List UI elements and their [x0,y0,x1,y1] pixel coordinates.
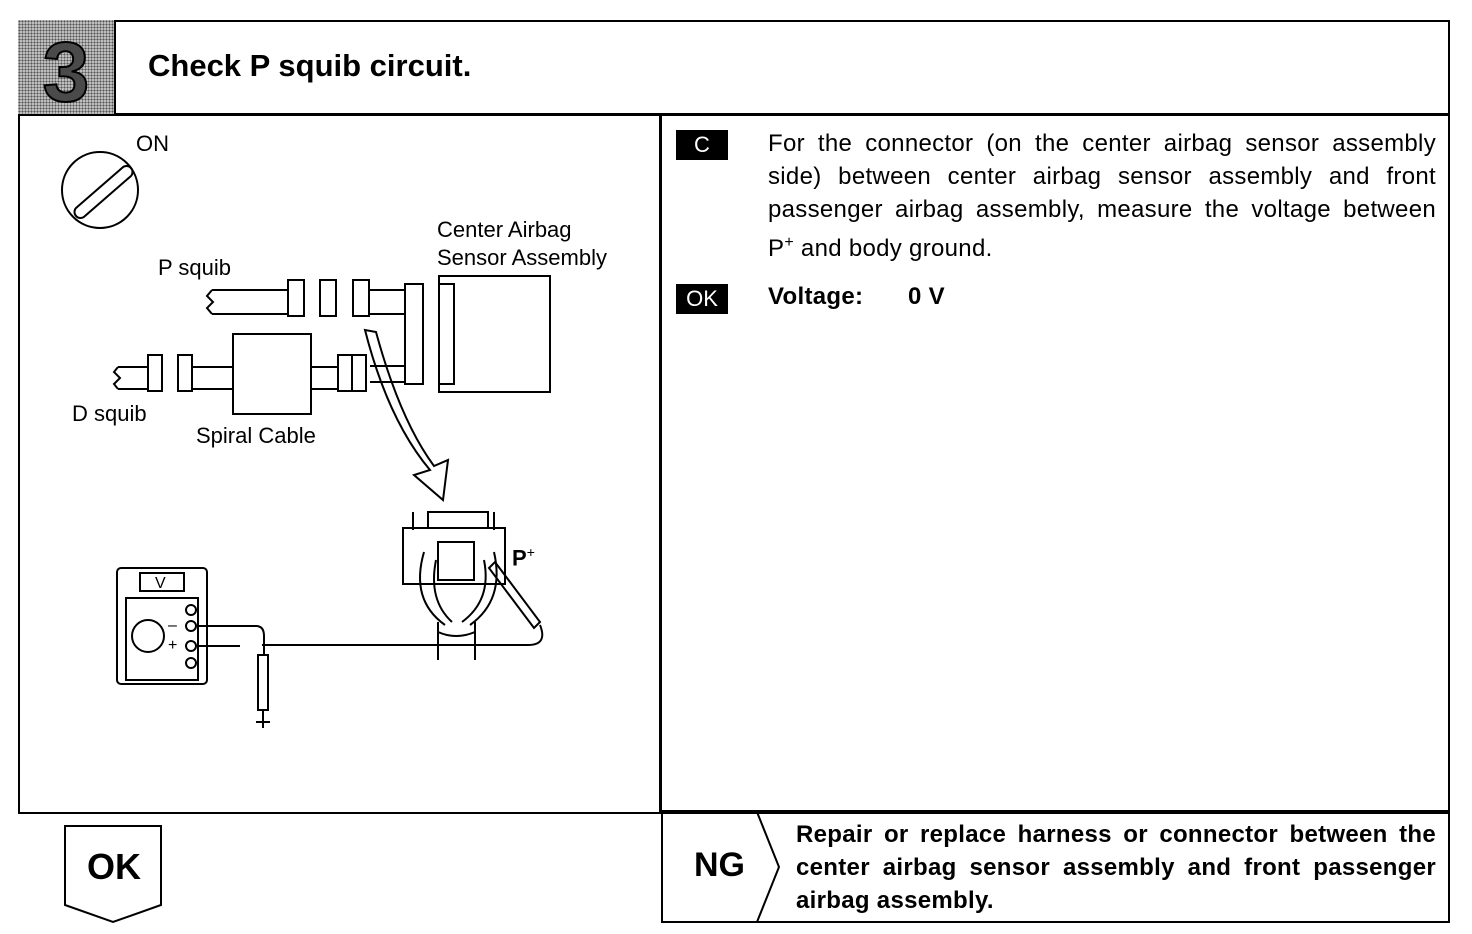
ng-chevron [756,812,781,922]
ng-result-label: NG [694,846,745,884]
ok-result-label: OK [87,846,141,887]
ignition-key-icon [61,151,139,229]
page-title: Check P squib circuit. [148,48,472,83]
procedure-frame [18,20,1450,814]
center-airbag-label-line2: Sensor Assembly [437,245,607,270]
p-plus-label: P+ [512,544,535,571]
meter-label: V [155,575,166,592]
ng-result-box [661,810,1450,923]
ok-tag: OK [676,284,728,314]
voltage-value: 0 V [908,283,945,310]
d-squib-label: D squib [72,401,147,426]
test-probe [487,560,542,630]
arrow-icon [363,328,450,502]
ng-action-text: Repair or replace harness or connector b… [796,821,1436,914]
wiring-diagram: – + V [61,151,551,728]
p-squib-label: P squib [158,255,231,280]
step-number: 3 [42,24,91,120]
header-divider [18,113,1450,116]
ok-result-marker [64,825,162,924]
column-divider [659,114,662,814]
spiral-cable-label: Spiral Cable [196,423,316,448]
instruction-text: For the connector (on the center airbag … [768,130,1436,262]
voltage-label: Voltage: [768,283,864,310]
ignition-on-label: ON [136,131,169,156]
spiral-cable-box [232,333,312,415]
center-airbag-sensor-box [438,275,551,393]
center-airbag-label-line1: Center Airbag [437,217,572,242]
step-number-box: 3 [18,20,116,120]
meter-minus: – [168,617,177,634]
c-tag: C [676,130,728,160]
airbag-connector [402,527,506,585]
meter-plus: + [168,637,177,654]
